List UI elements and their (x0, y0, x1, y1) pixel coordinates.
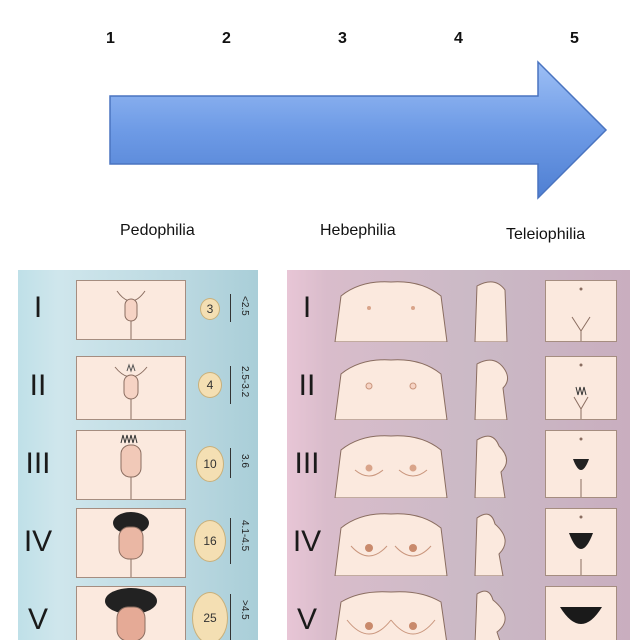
stage-label: III (294, 446, 320, 480)
female-stage-row: III (287, 426, 630, 501)
genital-illustration (76, 280, 186, 340)
testicular-volume-bead: 16 (194, 520, 226, 562)
genital-drawing-icon (120, 434, 142, 499)
scale-number-5: 5 (570, 30, 579, 47)
genital-illustration (76, 356, 186, 420)
stage-label: I (302, 290, 312, 324)
stage-label: I (33, 290, 43, 324)
breast-side-illustration (474, 281, 508, 342)
pubic-illustration (545, 356, 617, 420)
testicular-volume-bead: 4 (198, 372, 222, 398)
breast-front-illustration (334, 513, 448, 576)
stage-label: II (29, 368, 47, 402)
stage-label: V (27, 602, 48, 636)
breast-front-illustration (335, 591, 447, 640)
breast-front-illustration (334, 281, 448, 342)
pubic-illustration (545, 586, 617, 640)
pubic-drawing-icon (571, 287, 591, 341)
testicular-size-label: 3.6 (239, 454, 250, 468)
female-stage-row: V (287, 582, 630, 640)
size-arrow (230, 366, 231, 404)
pubic-drawing-icon (573, 363, 589, 419)
male-stage-row: II 4 2.5-3.2 (18, 348, 258, 423)
genital-drawing-icon (113, 512, 149, 577)
size-arrow (230, 294, 231, 322)
size-arrow (230, 594, 231, 640)
pubic-illustration (545, 280, 617, 342)
male-tanner-stages-panel: I 3 <2.5 II 4 2.5-3.2 III (18, 270, 258, 640)
pubic-drawing-icon (569, 515, 593, 575)
breast-front-illustration (334, 435, 448, 498)
stage-label: V (296, 602, 317, 636)
breast-side-illustration (474, 435, 507, 498)
label-hebephilia: Hebephilia (320, 222, 396, 239)
testicular-size-label: >4.5 (239, 600, 250, 620)
label-teleiophilia: Teleiophilia (506, 226, 586, 243)
genital-drawing-icon (114, 363, 148, 419)
male-stage-row: IV 16 4.1-4.5 (18, 504, 258, 579)
female-stage-row: I (287, 270, 630, 345)
breast-side-illustration (474, 359, 509, 420)
scale-number-2: 2 (222, 30, 231, 47)
testicular-size-label: <2.5 (239, 296, 250, 316)
breast-front-illustration (334, 359, 448, 420)
male-stage-row: I 3 <2.5 (18, 270, 258, 345)
pubic-drawing-icon (573, 437, 589, 497)
male-stage-row: V 25 >4.5 (18, 582, 258, 640)
label-pedophilia: Pedophilia (120, 222, 195, 239)
scale-number-4: 4 (454, 30, 463, 47)
genital-drawing-icon (105, 588, 157, 640)
female-stage-row: IV (287, 504, 630, 579)
stage-label: III (25, 446, 51, 480)
stage-label: IV (23, 524, 53, 558)
pubic-illustration (545, 508, 617, 576)
stage-label: II (298, 368, 316, 402)
stage-label: IV (292, 524, 322, 558)
male-stage-row: III 10 3.6 (18, 426, 258, 501)
female-tanner-stages-panel: I II (287, 270, 630, 640)
progression-arrow (109, 60, 608, 200)
testicular-volume-bead: 10 (196, 446, 224, 482)
testicular-size-label: 2.5-3.2 (239, 366, 250, 398)
size-arrow (230, 448, 231, 478)
genital-drawing-icon (116, 290, 146, 339)
breast-side-illustration (474, 590, 506, 640)
female-stage-row: II (287, 348, 630, 423)
breast-side-illustration (474, 513, 506, 576)
size-arrow (230, 518, 231, 564)
genital-illustration (76, 586, 186, 640)
genital-illustration (76, 508, 186, 578)
pubic-drawing-icon (560, 607, 602, 624)
testicular-volume-bead: 25 (192, 592, 228, 640)
testicular-size-label: 4.1-4.5 (239, 520, 250, 552)
pubic-illustration (545, 430, 617, 498)
testicular-volume-bead: 3 (200, 298, 220, 320)
scale-number-3: 3 (338, 30, 347, 47)
scale-number-1: 1 (106, 30, 115, 47)
genital-illustration (76, 430, 186, 500)
